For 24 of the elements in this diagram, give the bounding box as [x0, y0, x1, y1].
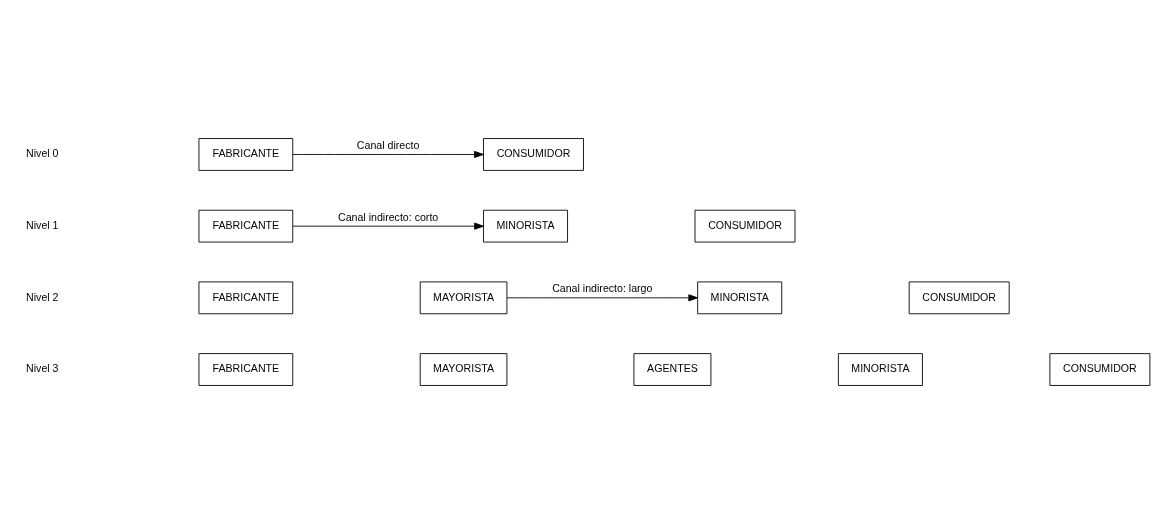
label: Nivel 3	[26, 362, 59, 375]
label: Nivel 1	[26, 218, 59, 231]
node-box: FABRICANTE	[198, 138, 294, 171]
node-box: MAYORISTA	[419, 353, 508, 386]
node-box: FABRICANTE	[198, 353, 294, 386]
node-box: CONSUMIDOR	[694, 209, 796, 243]
node-box: CONSUMIDOR	[908, 281, 1010, 315]
node-box: MINORISTA	[837, 353, 923, 386]
edge-label: Canal indirecto: corto	[337, 210, 439, 223]
node-box: CONSUMIDOR	[483, 138, 584, 171]
node-box: AGENTES	[633, 353, 712, 386]
arrow	[506, 294, 699, 302]
node-box: FABRICANTE	[198, 281, 294, 315]
node-box: CONSUMIDOR	[1049, 353, 1151, 386]
node-box: MAYORISTA	[419, 281, 508, 315]
label: Nivel 2	[26, 290, 59, 303]
node-box: FABRICANTE	[198, 209, 294, 243]
node-box: MINORISTA	[697, 281, 783, 315]
node-box: MINORISTA	[483, 209, 568, 243]
arrow	[292, 222, 484, 230]
edge-label: Canal indirecto: largo	[552, 282, 653, 295]
edge-label: Canal directo	[356, 138, 420, 151]
label: Nivel 0	[26, 147, 59, 160]
arrow	[292, 150, 484, 158]
